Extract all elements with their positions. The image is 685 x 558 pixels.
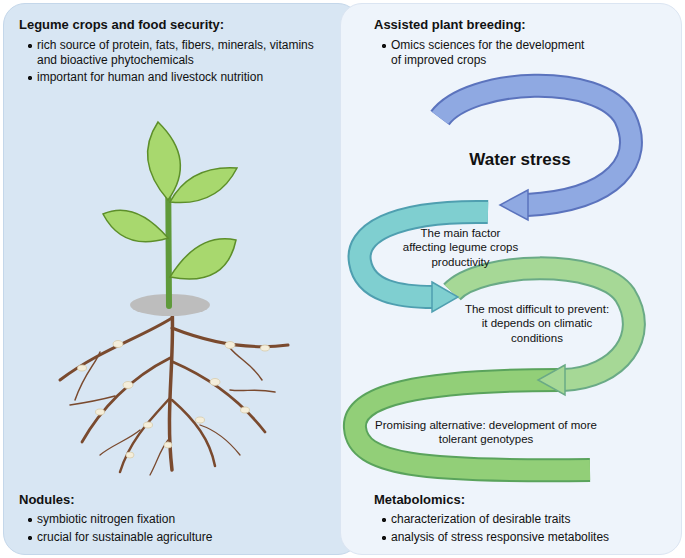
right-panel: Assisted plant breeding: Omics sciences f…	[340, 3, 682, 555]
panel-heading: Nodules:	[19, 492, 319, 508]
cycle-arrows	[355, 86, 634, 471]
cycle-arrow-1	[440, 86, 631, 220]
root-nodules	[78, 341, 270, 459]
cycle-arrow-2	[360, 212, 488, 312]
cycle-step-text: The most difficult to prevent: it depend…	[462, 302, 612, 345]
panel-heading: Assisted plant breeding:	[374, 17, 664, 33]
cycle-arrow-4	[355, 380, 590, 470]
bullet-text: rich source of protein, fats, fibers, mi…	[27, 38, 327, 67]
panel-heading: Legume crops and food security:	[19, 17, 349, 33]
soil-patch	[130, 294, 210, 316]
bullet-text: important for human and livestock nutrit…	[27, 70, 267, 85]
plant-leaves	[103, 122, 237, 279]
bullet-text: crucial for sustainable agriculture	[27, 530, 337, 545]
panel-heading: Metabolomics:	[374, 492, 664, 508]
bullet-text: Omics sciences for the development of im…	[381, 38, 586, 67]
cycle-step-text: The main factor affecting legume crops p…	[398, 226, 523, 269]
plant-stem	[168, 150, 169, 306]
cycle-arrow-3	[452, 268, 634, 395]
cycle-step-text: Promising alternative: development of mo…	[370, 418, 602, 447]
bullet-text: symbiotic nitrogen fixation	[27, 512, 337, 527]
left-panel: Legume crops and food security: rich sour…	[3, 3, 360, 555]
bullet-text: characterization of desirable traits	[381, 512, 676, 527]
cycle-title: Water stress	[455, 149, 585, 170]
bullet-text: analysis of stress responsive metabolite…	[381, 530, 676, 545]
plant-roots	[60, 305, 288, 475]
